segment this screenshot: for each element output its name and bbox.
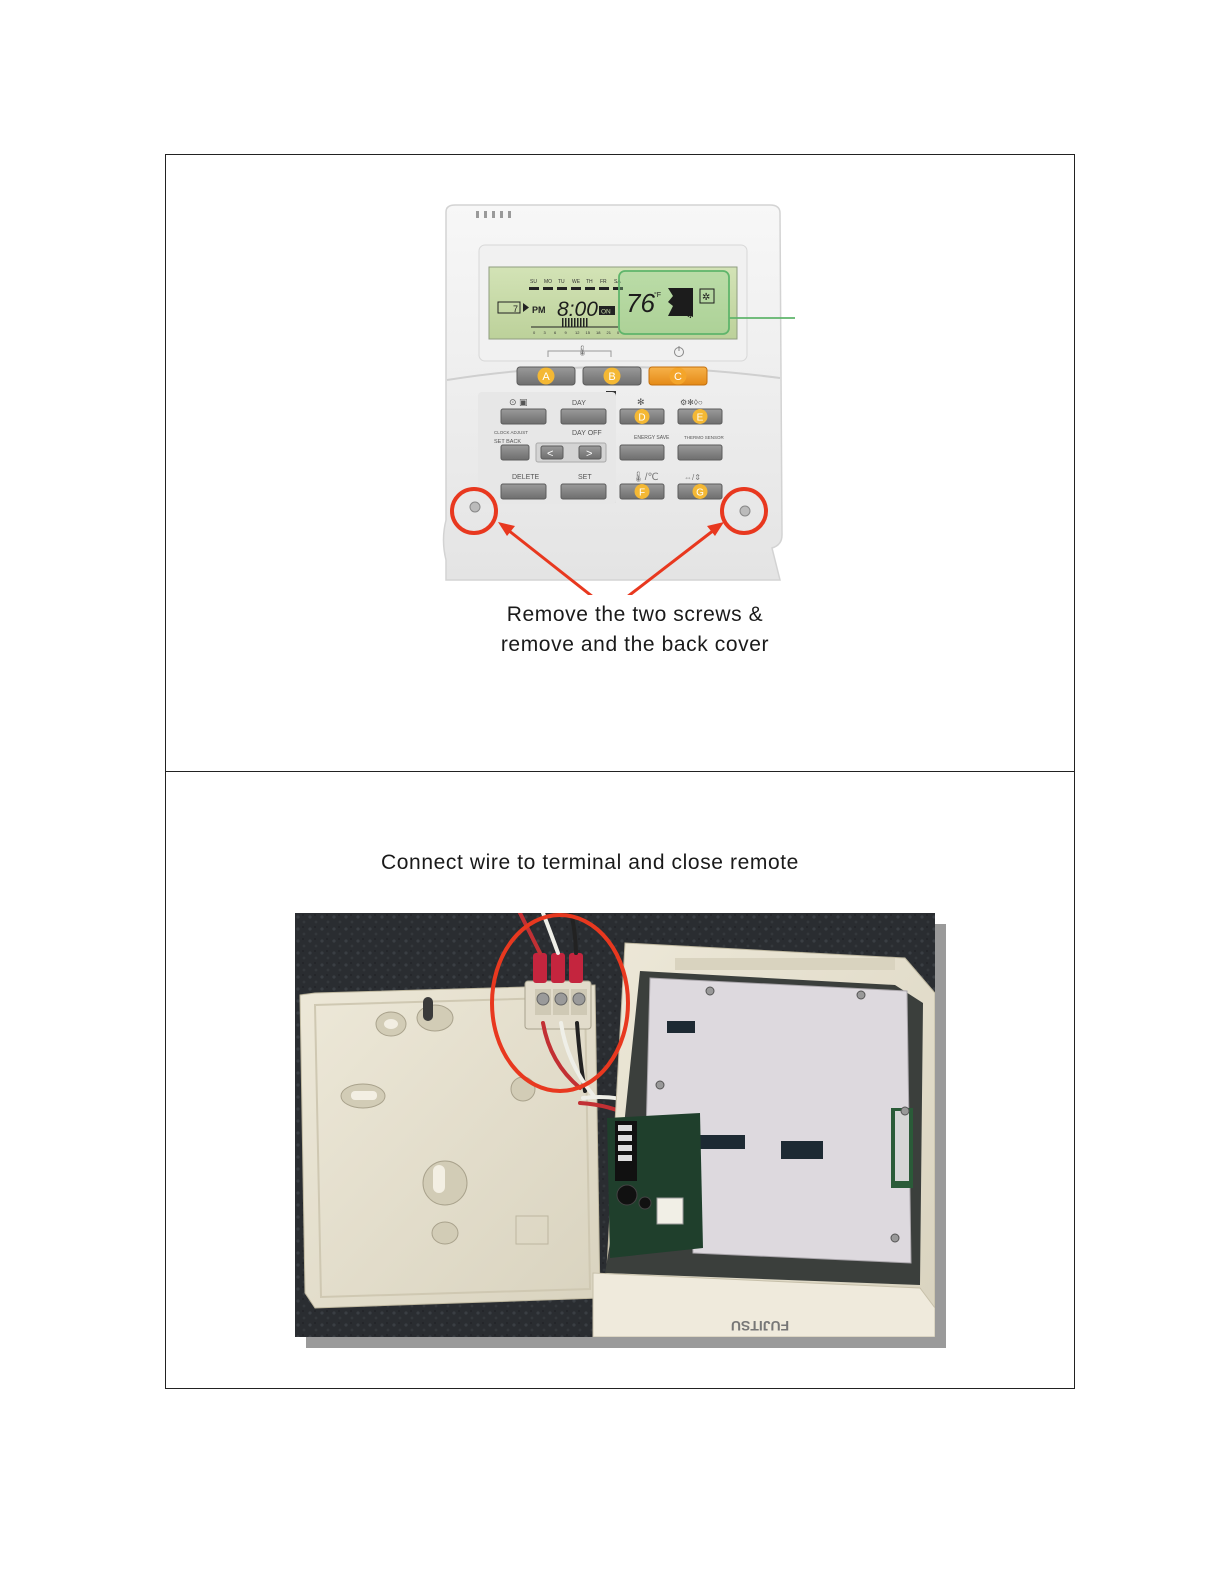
key-f-temp-unit[interactable]: F (620, 484, 664, 499)
fujitsu-logo: FUJITSU (731, 1318, 789, 1334)
day-label-we: WE (572, 279, 581, 285)
svg-text:B: B (608, 371, 615, 383)
timer-icon: ⊙ ▣ (509, 397, 528, 407)
day-label-su: SU (530, 279, 537, 285)
timeline-bars (562, 318, 588, 327)
cool-mode-icon: ✲ (702, 292, 710, 303)
timeline-tick-label: 12 (575, 330, 580, 335)
temperature-readout: 76 (626, 288, 655, 318)
thermo-sensor-key[interactable] (678, 445, 722, 460)
fan-key-icon: ✻ (637, 397, 645, 407)
svg-text:F: F (639, 488, 645, 499)
key-d-fan[interactable]: D (620, 409, 664, 424)
key-e-mode[interactable]: E (678, 409, 722, 424)
day-bars (529, 287, 623, 290)
right-arrow-icon: > (586, 448, 592, 460)
set-back-label: SET BACK (494, 439, 521, 445)
program-number: 7 (513, 304, 518, 314)
svg-text:G: G (696, 488, 704, 499)
step-2-caption: Connect wire to terminal and close remot… (330, 851, 850, 875)
set-label: SET (578, 474, 592, 481)
day-label-mo: MO (544, 279, 552, 285)
delete-key[interactable] (501, 484, 546, 499)
timer-key[interactable] (501, 409, 546, 424)
opened-remote-photo: FUJITSU (295, 913, 935, 1337)
energy-save-label: ENERGY SAVE (634, 435, 670, 441)
day-label-th: TH (586, 279, 593, 285)
right-screw[interactable] (740, 506, 750, 516)
temperature-unit: °F (654, 291, 661, 299)
timeline-tick-label: 18 (596, 330, 601, 335)
terminal-block (525, 953, 591, 1029)
clock-tag: ON (601, 309, 611, 316)
svg-text:C: C (674, 371, 682, 383)
left-screw[interactable] (470, 502, 480, 512)
clock-readout: 8:00 (557, 298, 598, 321)
step-1-caption: Remove the two screws & remove and the b… (455, 600, 815, 660)
step-1-caption-line-1: Remove the two screws & (455, 600, 815, 630)
mode-key-icons: ⚙✻◊○ (680, 398, 703, 407)
fan-icon: ✻ (687, 311, 694, 320)
set-key[interactable] (561, 484, 606, 499)
left-arrow-icon: < (547, 448, 553, 460)
day-key[interactable] (561, 409, 606, 424)
set-back-key[interactable] (501, 445, 529, 460)
louver-key-icon: ⇔/⇕ (684, 473, 701, 482)
clock-adjust-label: CLOCK ADJUST (494, 430, 528, 435)
thermometer-icon: 🌡 (576, 345, 589, 357)
key-g-louver[interactable]: G (678, 484, 722, 499)
ampm-indicator: PM (532, 305, 546, 315)
timeline-tick-label: 15 (586, 330, 591, 335)
back-cover-plate (300, 985, 600, 1308)
day-off-label: DAY OFF (572, 430, 602, 437)
timeline-tick-label: 21 (607, 330, 612, 335)
key-a[interactable]: A (517, 367, 575, 385)
front-case-open (593, 943, 935, 1337)
day-label-tu: TU (558, 279, 565, 285)
energy-save-key[interactable] (620, 445, 664, 460)
delete-label: DELETE (512, 474, 540, 481)
temp-unit-key-icon: 🌡/℃ (632, 471, 659, 483)
day-label-fr: FR (600, 279, 607, 285)
key-b[interactable]: B (583, 367, 641, 385)
step-1-caption-line-2: remove and the back cover (455, 630, 815, 660)
day-label: DAY (572, 400, 586, 407)
svg-text:A: A (542, 371, 550, 383)
thermo-sensor-label: THERMO SENSOR (684, 435, 725, 440)
svg-text:E: E (697, 413, 704, 424)
key-c-power[interactable]: C (649, 367, 707, 385)
svg-text:D: D (638, 413, 645, 424)
